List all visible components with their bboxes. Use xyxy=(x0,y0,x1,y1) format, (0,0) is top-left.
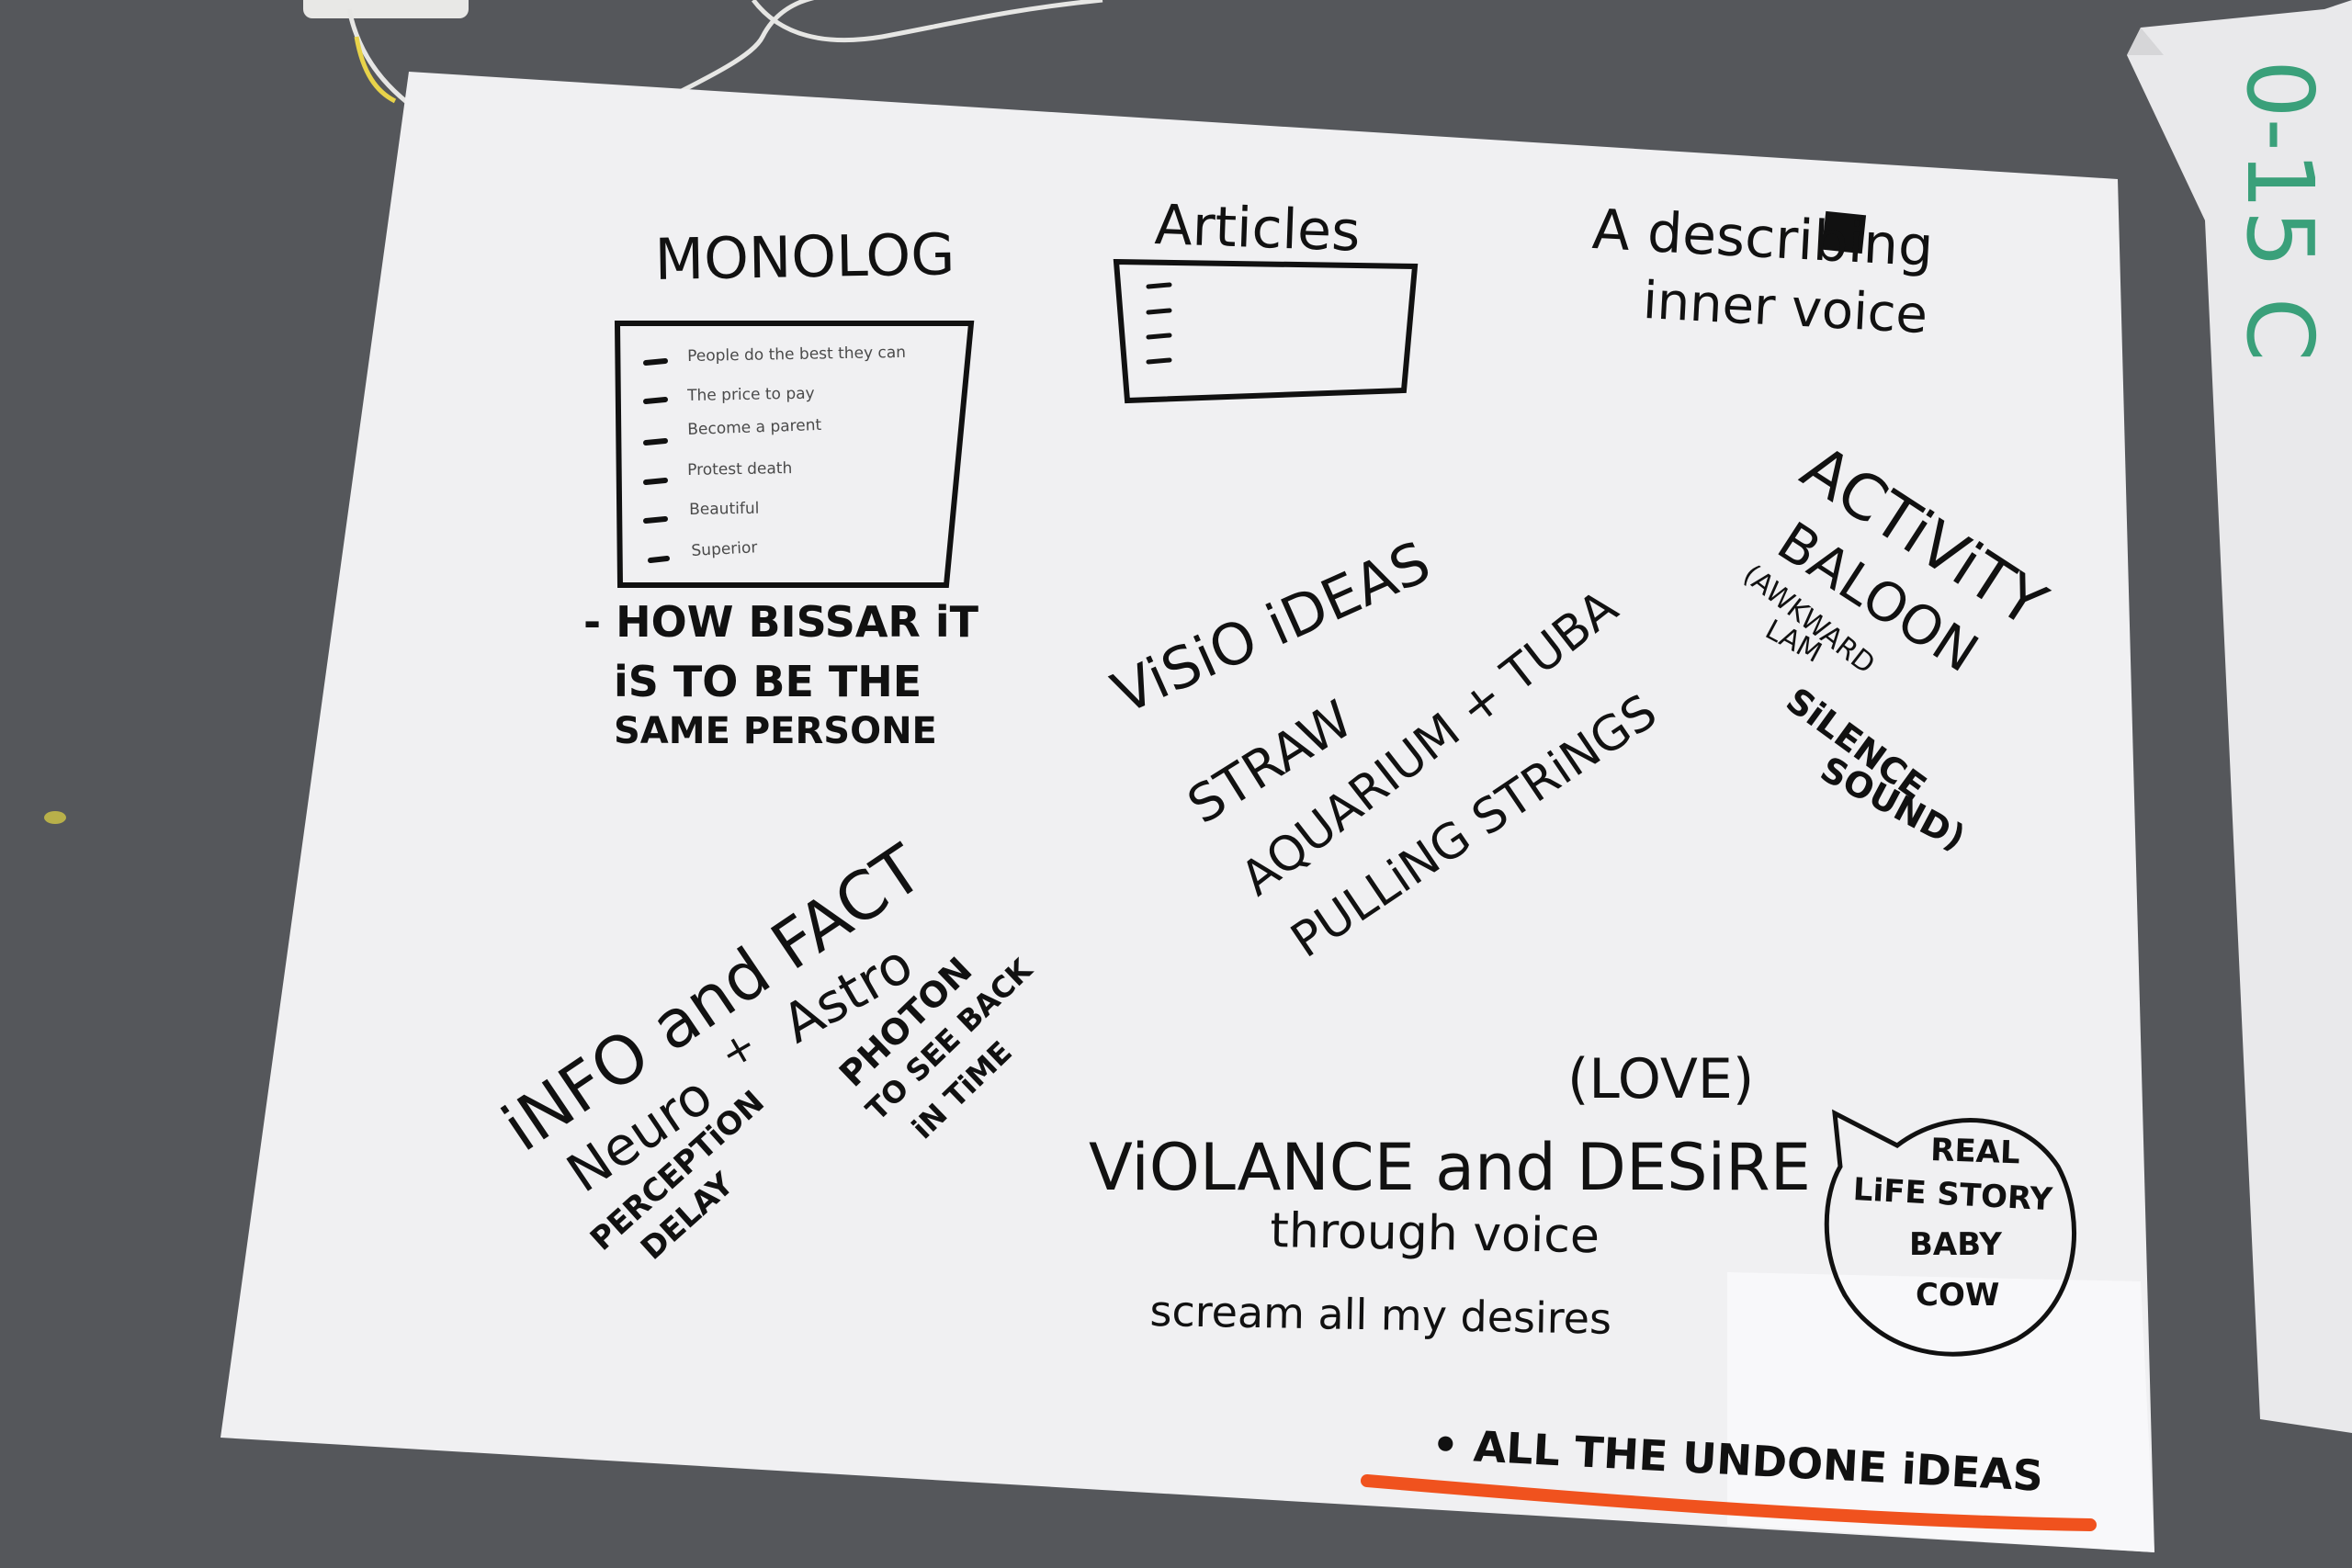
monolog-note-line-2: iS TO BE THE xyxy=(614,657,922,706)
monolog-bullets xyxy=(643,358,670,563)
side-paper-sheet xyxy=(2127,0,2352,1433)
violance-scream: scream all my desires xyxy=(1149,1286,1612,1344)
articles-title: Articles xyxy=(1153,193,1362,265)
monolog-item-5: Beautiful xyxy=(689,499,760,519)
bubble-line-cow: COW xyxy=(1916,1277,2000,1314)
monolog-item-2: The price to pay xyxy=(687,384,815,405)
monolog-item-1: People do the best they can xyxy=(687,343,907,366)
monolog-note-line-3: SAME PERSONE xyxy=(614,710,937,752)
violance-sub: through voice xyxy=(1269,1203,1600,1265)
bubble-line-real: REAL xyxy=(1929,1132,2021,1172)
charger-brick xyxy=(303,0,469,18)
side-paper-fold xyxy=(2127,28,2164,55)
violance-love: (LOVE) xyxy=(1567,1047,1755,1111)
table-crumb xyxy=(44,811,66,824)
monolog-list-box xyxy=(614,321,975,588)
charger-cable-2 xyxy=(752,0,1103,43)
main-paper-sheet xyxy=(220,72,2154,1552)
monolog-title: MONOLOG xyxy=(654,220,956,293)
cable-yellow-tip xyxy=(354,36,397,104)
word-scribble xyxy=(1821,210,1867,254)
bubble-line-baby: BABY xyxy=(1909,1226,2002,1263)
articles-bullets xyxy=(1146,282,1172,365)
violance-title: ViOLANCE and DESiRE xyxy=(1089,1130,1811,1205)
side-sheet-number: 0-15 C xyxy=(2226,60,2334,362)
monolog-item-6: Superior xyxy=(691,538,758,560)
monolog-item-4: Protest death xyxy=(687,459,793,479)
sunlight-patch xyxy=(1727,1272,2154,1552)
monolog-note-line-1: - HOW BISSAR iT xyxy=(583,597,979,647)
articles-box xyxy=(1113,258,1419,404)
speech-bubble xyxy=(1824,1109,2076,1357)
orange-underline xyxy=(1361,1474,2097,1531)
